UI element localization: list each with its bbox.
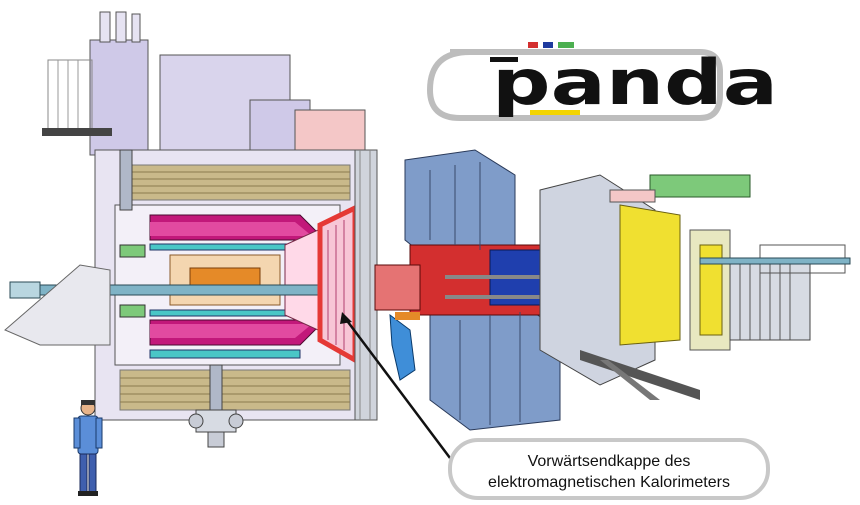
yoke-plates-top (119, 164, 351, 201)
logo-underline-yellow (530, 110, 580, 115)
forward-endcap-calorimeter (317, 204, 358, 365)
dipole-magnet (374, 149, 565, 431)
logo-bar-red (528, 42, 538, 48)
callout: Vorwärtsendkappe des elektromagnetischen… (340, 312, 770, 500)
target-pump-station (188, 409, 244, 448)
logo-overbar (490, 57, 518, 62)
logo-bar-green (558, 42, 574, 48)
yoke-plates-bottom (119, 369, 351, 411)
logo-swoosh-frame (426, 49, 723, 121)
logo-bar-blue (543, 42, 553, 48)
panda-logo: panda (426, 42, 778, 121)
callout-leader-line (344, 317, 451, 459)
callout-line-1: Vorwärtsendkappe des (528, 453, 691, 470)
target-spectrometer (4, 11, 366, 448)
person-scale-figure (73, 400, 103, 496)
forward-spectrometer (539, 174, 851, 400)
callout-box (448, 438, 770, 500)
logo-wordmark: panda (492, 46, 778, 119)
callout-line-2: elektromagnetischen Kalorimeters (488, 474, 730, 491)
callout-arrowhead (340, 312, 352, 324)
